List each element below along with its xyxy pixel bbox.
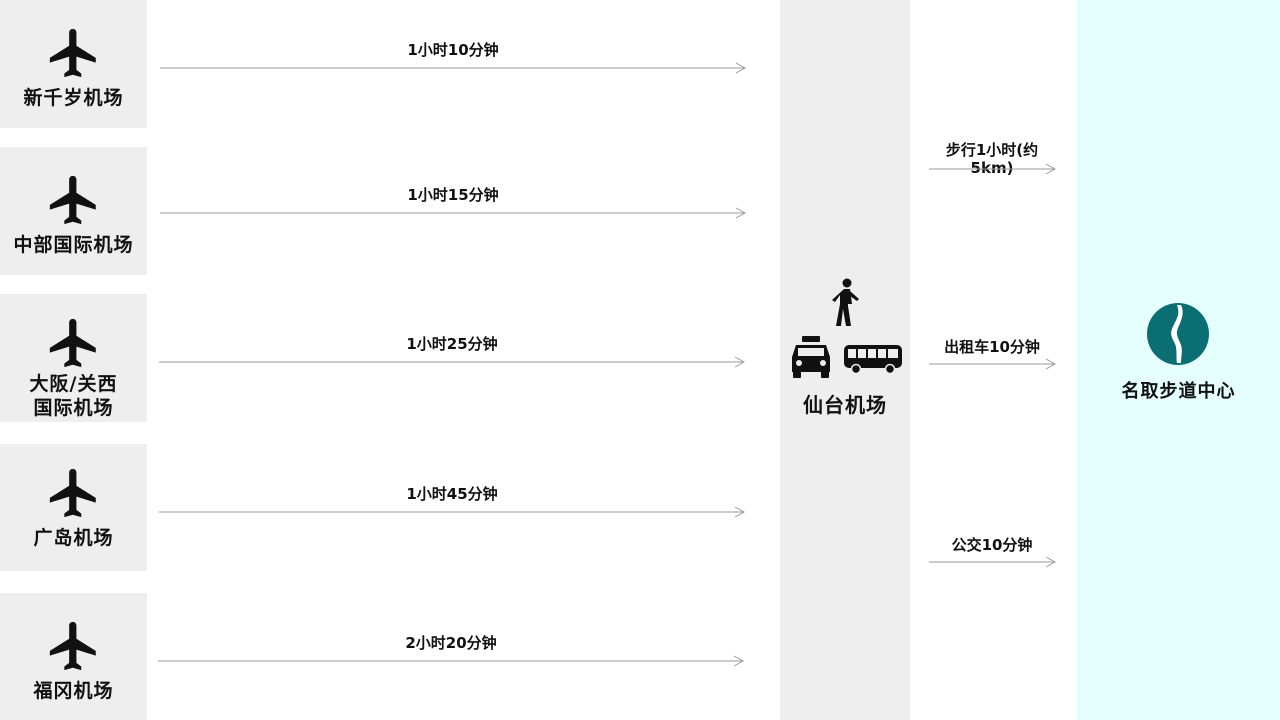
transfer-mode: 步行1小时(约5km) <box>945 141 1039 177</box>
flight-route-new-chitose: 1小时10分钟 <box>160 40 747 76</box>
destination-natori-trail-center: 名取步道中心 <box>1077 0 1280 720</box>
transfer-route-walk: 步行1小时(约5km) <box>928 141 1057 177</box>
transfer-mode: 公交10分钟 <box>951 536 1033 554</box>
origin-kansai: 大阪/关西 国际机场 <box>0 294 147 422</box>
hub-name: 仙台机场 <box>803 393 887 417</box>
origin-new-chitose: 新千岁机场 <box>0 0 147 128</box>
destination-name: 名取步道中心 <box>1121 381 1236 402</box>
route-arrow <box>929 358 1057 370</box>
flight-duration: 2小时20分钟 <box>405 634 497 652</box>
flight-duration: 1小时25分钟 <box>406 335 498 353</box>
flight-route-fukuoka: 2小时20分钟 <box>158 633 745 669</box>
origin-name: 福冈机场 <box>33 680 114 702</box>
airplane-icon <box>49 318 96 368</box>
hub-sendai-airport: 仙台机场 <box>780 0 910 720</box>
route-arrow <box>159 506 746 518</box>
origin-name: 中部国际机场 <box>13 234 134 256</box>
airplane-icon <box>49 175 96 225</box>
route-arrow <box>158 655 745 667</box>
origin-name: 新千岁机场 <box>23 87 124 109</box>
airplane-icon <box>49 621 96 671</box>
flight-route-kansai: 1小时25分钟 <box>159 334 746 370</box>
bus-icon <box>844 345 902 375</box>
flight-route-chubu: 1小时15分钟 <box>160 185 747 221</box>
airplane-icon <box>49 28 96 78</box>
route-arrow <box>929 163 1057 175</box>
transfer-route-taxi: 出租车10分钟 <box>928 338 1057 374</box>
flight-duration: 1小时15分钟 <box>407 186 499 204</box>
walking-person-icon <box>832 278 859 326</box>
origin-name: 广岛机场 <box>33 527 114 549</box>
route-arrow <box>929 556 1057 568</box>
origin-name-line1: 大阪/关西 <box>29 373 118 395</box>
route-arrow <box>159 356 746 368</box>
flight-duration: 1小时10分钟 <box>407 41 499 59</box>
origin-hiroshima: 广岛机场 <box>0 444 147 571</box>
origin-name-line2: 国际机场 <box>33 397 114 419</box>
origin-chubu: 中部国际机场 <box>0 147 147 275</box>
route-arrow <box>160 62 747 74</box>
route-arrow <box>160 207 747 219</box>
transfer-route-bus: 公交10分钟 <box>928 536 1057 572</box>
taxi-icon <box>792 336 830 378</box>
flight-route-hiroshima: 1小时45分钟 <box>159 484 746 520</box>
airplane-icon <box>49 468 96 518</box>
transfer-mode: 出租车10分钟 <box>944 338 1040 356</box>
origin-fukuoka: 福冈机场 <box>0 593 147 720</box>
flight-duration: 1小时45分钟 <box>406 485 498 503</box>
trail-logo-icon <box>1147 303 1209 365</box>
